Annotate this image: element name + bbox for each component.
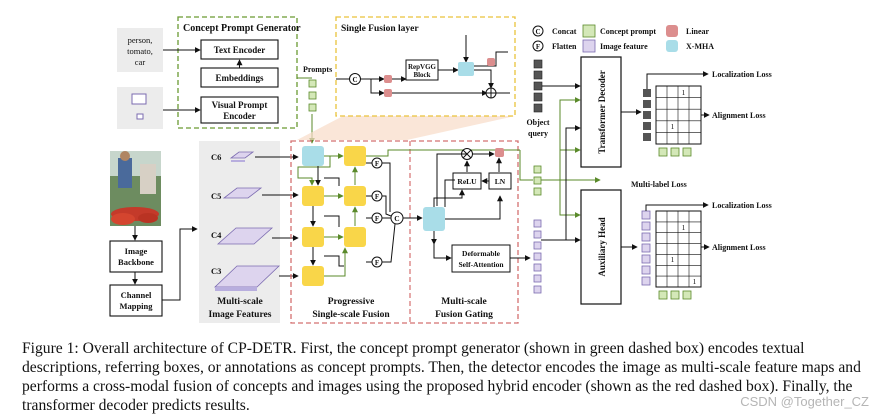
text-encoder-box	[200, 39, 279, 60]
gating-caption-1: Multi-scale	[441, 297, 486, 307]
object-query-label-1: Object	[526, 118, 549, 127]
text-encoder-label: Text Encoder	[214, 45, 265, 55]
progressive-fusion: F F F F C Progressive Single-scale Fusio…	[297, 146, 520, 320]
deformable-label-2: Self-Attention	[459, 260, 505, 269]
legend-xmha-label: X-MHA	[686, 42, 714, 51]
transformer-decoder-label: Transformer Decoder	[597, 70, 607, 153]
flatten-3: F	[375, 215, 379, 223]
alignment-loss-bottom: Alignment Loss	[712, 243, 766, 252]
image-backbone-label-2: Backbone	[118, 257, 154, 267]
embeddings-label: Embeddings	[215, 73, 264, 83]
channel-mapping-label-2: Mapping	[119, 301, 153, 311]
progressive-caption-2: Single-scale Fusion	[312, 310, 390, 320]
multi-scale-features: C6 C5 C4 C3 Multi-scale Image Features	[199, 141, 299, 323]
progressive-caption-1: Progressive	[328, 297, 375, 307]
fusion-gating: ReLU LN Deformable Self-Attention Multi-…	[423, 148, 531, 320]
legend-concept-label: Concept prompt	[600, 27, 656, 36]
gating-caption-2: Fusion Gating	[435, 310, 493, 320]
flatten-2: F	[375, 193, 379, 201]
concept-prompt-generator: Concept Prompt Generator Text Encoder Em…	[177, 16, 301, 129]
matrix-bottom-one-3: 1	[693, 277, 697, 286]
decoder-inputs: Object query	[519, 59, 601, 294]
visual-prompt-encoder-label-2: Encoder	[223, 111, 256, 121]
matrix-bottom-one-2: 1	[671, 255, 675, 264]
concat-main: C	[394, 214, 399, 223]
auxiliary-head-label: Auxiliary Head	[597, 217, 607, 276]
channel-mapping-label-1: Channel	[121, 290, 152, 300]
transformer-decoder: Transformer Decoder 1 1 Localization Los…	[580, 56, 772, 168]
figure-caption: Figure 1: Overall architecture of CP-DET…	[22, 340, 861, 414]
text-input-line-2: tomato,	[127, 46, 153, 56]
watermark: CSDN @Together_CZ	[740, 394, 869, 409]
alignment-loss-top: Alignment Loss	[712, 111, 766, 120]
legend-flatten-symbol: F	[536, 43, 540, 51]
level-c6: C6	[211, 152, 221, 162]
image-backbone-box	[109, 240, 163, 273]
hybrid-encoder: F F F F C Progressive Single-scale Fusio…	[290, 140, 531, 324]
cpg-title: Concept Prompt Generator	[183, 23, 301, 34]
visual-input-box	[117, 87, 201, 129]
level-c3: C3	[211, 266, 221, 276]
multilabel-output: Multi-label Loss	[631, 180, 687, 189]
backbone-column: Image Backbone Channel Mapping	[109, 151, 198, 317]
matrix-bottom-one-1: 1	[682, 223, 686, 232]
legend-linear-label: Linear	[686, 27, 710, 36]
flatten-4: F	[375, 259, 379, 267]
sfl-title: Single Fusion layer	[341, 24, 419, 34]
single-fusion-layer: Single Fusion layer C RepVGG Block	[297, 16, 516, 140]
architecture-diagram: Concept Prompt Generator Text Encoder Em…	[109, 16, 772, 324]
ln-label: LN	[495, 177, 506, 186]
sfl-concat-symbol: C	[352, 76, 357, 84]
matrix-top-one-1: 1	[682, 88, 686, 97]
deformable-label-1: Deformable	[462, 249, 501, 258]
level-c5: C5	[211, 191, 221, 201]
visual-prompt-encoder-box	[200, 96, 279, 124]
relu-label: ReLU	[457, 177, 477, 186]
features-caption-1: Multi-scale	[217, 297, 262, 307]
legend-concat-symbol: C	[535, 28, 540, 36]
legend-flatten-label: Flatten	[552, 42, 577, 51]
text-input-box: person, tomato, car	[117, 28, 201, 72]
prompts-label: Prompts	[303, 65, 332, 74]
repvgg-label-1: RepVGG	[408, 63, 437, 71]
level-c4: C4	[211, 230, 222, 240]
localization-loss-bottom: Localization Loss	[712, 201, 772, 210]
flatten-1: F	[375, 160, 379, 168]
image-backbone-label-1: Image	[125, 246, 148, 256]
matrix-top-one-2: 1	[671, 122, 675, 131]
repvgg-label-2: Block	[413, 71, 430, 79]
features-caption-2: Image Features	[209, 310, 272, 320]
localization-loss-top: Localization Loss	[712, 70, 772, 79]
text-input-line-3: car	[135, 57, 146, 67]
legend-concat-label: Concat	[552, 27, 577, 36]
legend-image-label: Image feature	[600, 42, 648, 51]
text-input-line-1: person,	[128, 35, 153, 45]
auxiliary-head: Auxiliary Head 1 1 1 Localization Loss A…	[580, 189, 772, 305]
visual-prompt-encoder-label-1: Visual Prompt	[212, 100, 268, 110]
multilabel-loss: Multi-label Loss	[631, 180, 687, 189]
legend: C Concat F Flatten Concept prompt Image …	[532, 24, 714, 53]
input-image	[110, 151, 161, 226]
object-query-label-2: query	[528, 129, 548, 138]
